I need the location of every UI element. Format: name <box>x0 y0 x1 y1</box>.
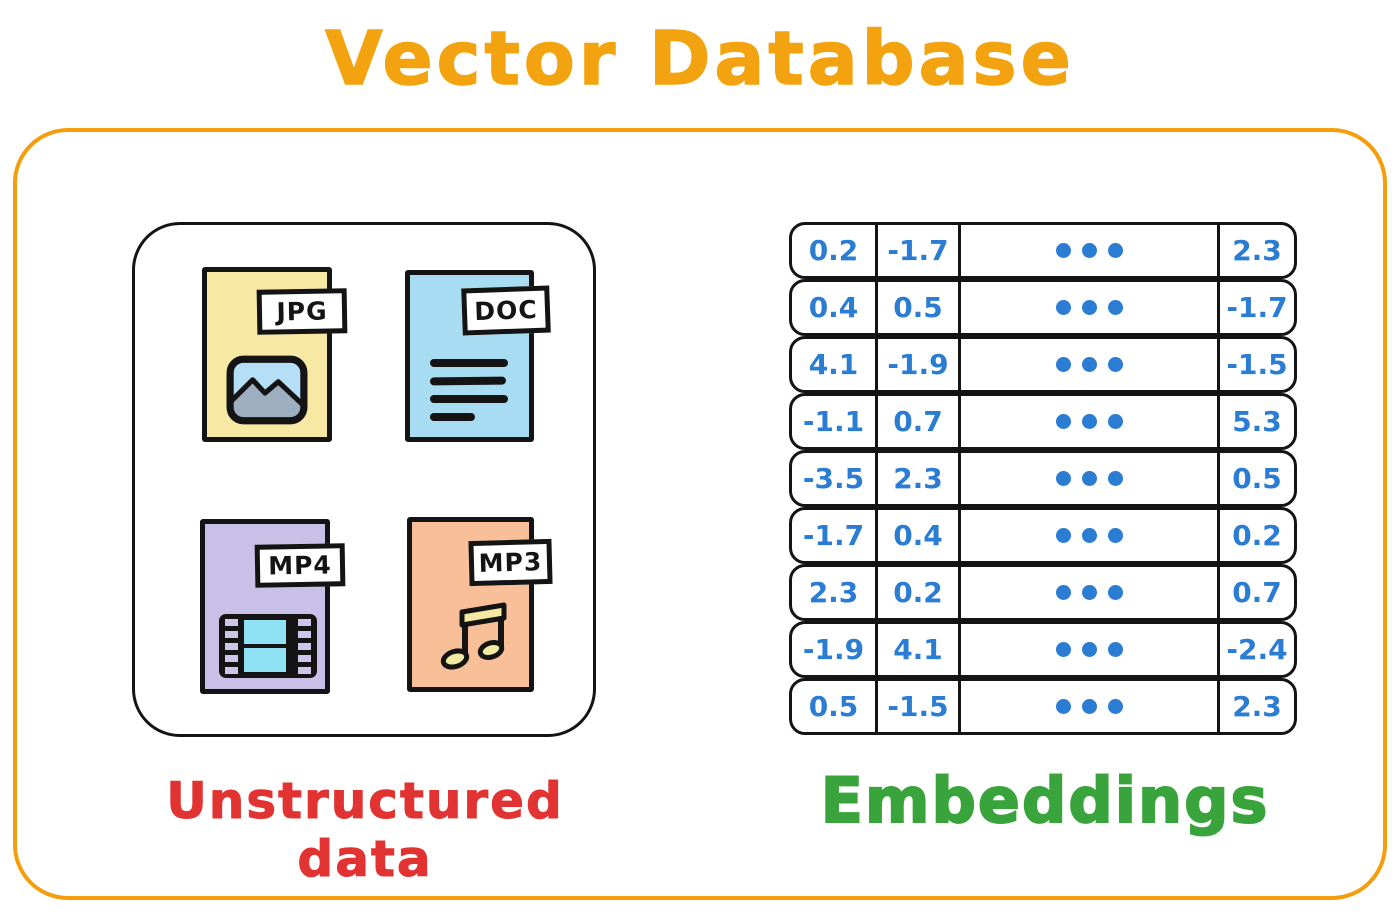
embedding-value: 2.3 <box>792 567 878 618</box>
embeddings-table: 0.2 -1.7 2.3 0.4 0.5 -1.7 4.1 -1.9 <box>789 222 1297 735</box>
embedding-row: 2.3 0.2 0.7 <box>789 564 1297 621</box>
embedding-value: -1.9 <box>878 339 961 390</box>
file-type-label: MP4 <box>267 550 333 581</box>
embedding-value: -2.4 <box>1226 633 1288 666</box>
embedding-value: -1.5 <box>878 681 961 732</box>
embedding-value: -1.5 <box>1226 348 1288 381</box>
file-type-tag-mp3: MP3 <box>468 538 553 587</box>
file-type-label: JPG <box>276 296 328 327</box>
embedding-row: -3.5 2.3 0.5 <box>789 450 1297 507</box>
embedding-value: 0.4 <box>878 510 961 561</box>
ellipsis-dots <box>961 453 1220 504</box>
ellipsis-dots <box>961 510 1220 561</box>
ellipsis-dots <box>961 567 1220 618</box>
embedding-row: -1.1 0.7 5.3 <box>789 393 1297 450</box>
embedding-value: 2.3 <box>1232 234 1282 267</box>
embedding-value: 2.3 <box>1232 690 1282 723</box>
embedding-value: 0.2 <box>878 567 961 618</box>
embedding-value: 0.2 <box>792 225 878 276</box>
file-type-tag-doc: DOC <box>461 285 551 336</box>
page-title: Vector Database <box>324 15 1075 103</box>
doc-text-line <box>430 413 475 421</box>
embedding-value: 0.5 <box>792 681 878 732</box>
embedding-row: -1.9 4.1 -2.4 <box>789 621 1297 678</box>
doc-text-line <box>430 359 508 367</box>
embedding-value: 5.3 <box>1232 405 1282 438</box>
ellipsis-dots <box>961 225 1220 276</box>
doc-text-line <box>430 395 508 403</box>
embedding-value: 2.3 <box>878 453 961 504</box>
embedding-value: -3.5 <box>792 453 878 504</box>
ellipsis-dots <box>961 282 1220 333</box>
music-note-icon <box>440 602 507 670</box>
embeddings-caption: Embeddings <box>820 763 1270 838</box>
embedding-value: 0.5 <box>1232 462 1282 495</box>
file-type-tag-mp4: MP4 <box>254 543 346 588</box>
image-icon <box>226 355 308 425</box>
embedding-value: -1.1 <box>792 396 878 447</box>
embedding-value: -1.7 <box>1226 291 1288 324</box>
embedding-value: -1.9 <box>792 624 878 675</box>
ellipsis-dots <box>961 339 1220 390</box>
film-strip-icon <box>219 614 317 678</box>
embedding-row: 4.1 -1.9 -1.5 <box>789 336 1297 393</box>
embedding-row: 0.5 -1.5 2.3 <box>789 678 1297 735</box>
embedding-row: -1.7 0.4 0.2 <box>789 507 1297 564</box>
doc-text-line <box>429 376 507 386</box>
embedding-value: 0.7 <box>1232 576 1282 609</box>
embedding-value: 0.7 <box>878 396 961 447</box>
ellipsis-dots <box>961 396 1220 447</box>
file-type-tag-jpg: JPG <box>256 288 348 335</box>
embedding-value: 4.1 <box>792 339 878 390</box>
outer-border: JPG DOC <box>13 128 1387 900</box>
embedding-value: 0.2 <box>1232 519 1282 552</box>
embedding-row: 0.2 -1.7 2.3 <box>789 222 1297 279</box>
embedding-value: -1.7 <box>878 225 961 276</box>
embedding-value: 4.1 <box>878 624 961 675</box>
doc-text-icon <box>429 359 514 431</box>
unstructured-files-panel: JPG DOC <box>132 222 596 737</box>
embedding-value: -1.7 <box>792 510 878 561</box>
unstructured-data-caption: Unstructured data <box>166 772 564 889</box>
embedding-value: 0.5 <box>878 282 961 333</box>
embedding-row: 0.4 0.5 -1.7 <box>789 279 1297 336</box>
file-type-label: MP3 <box>478 547 543 578</box>
file-type-label: DOC <box>473 294 539 327</box>
embedding-value: 0.4 <box>792 282 878 333</box>
ellipsis-dots <box>961 681 1220 732</box>
ellipsis-dots <box>961 624 1220 675</box>
